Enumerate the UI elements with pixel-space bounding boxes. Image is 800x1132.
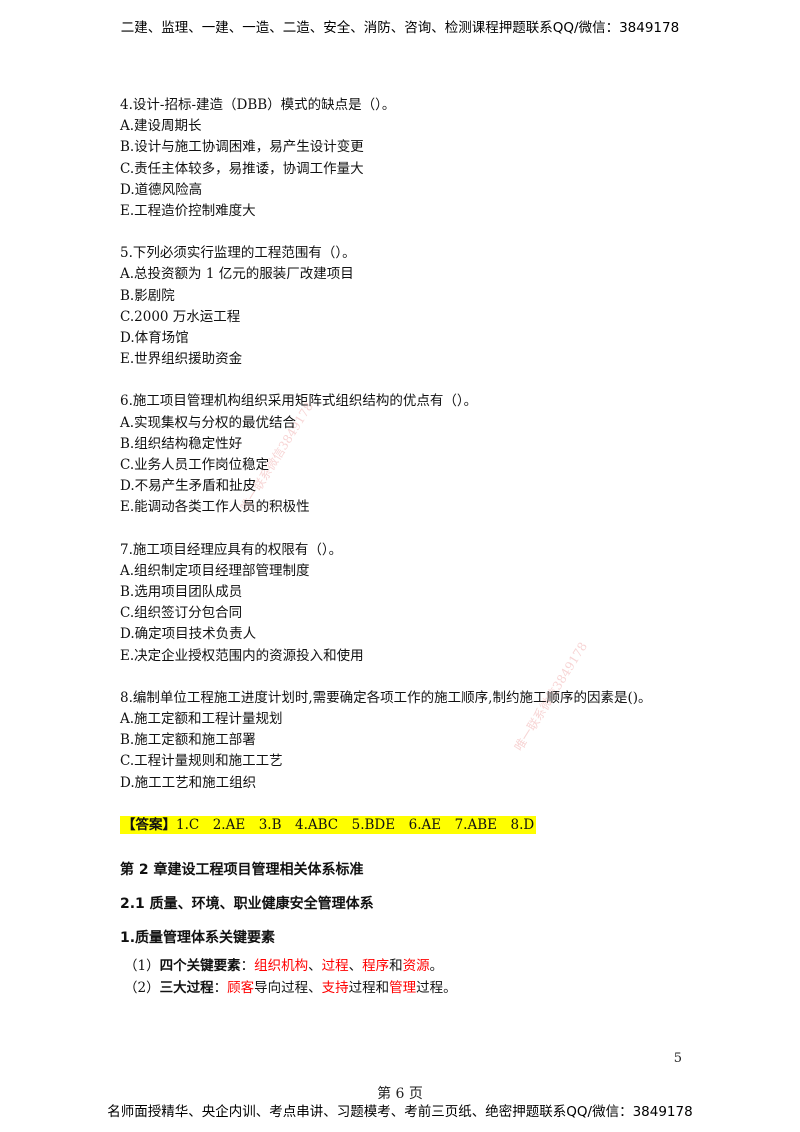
question-5: 5.下列必须实行监理的工程范围有（）。 A.总投资额为 1 亿元的服装厂改建项目… <box>120 243 700 370</box>
subsection-title: 1.质量管理体系关键要素 <box>120 929 276 946</box>
option: D.施工工艺和施工组织 <box>120 774 257 791</box>
option: A.组织制定项目经理部管理制度 <box>120 562 310 579</box>
page-number: 5 <box>673 1051 682 1066</box>
answer-text: 1.C 2.AE 3.B 4.ABC 5.BDE 6.AE 7.ABE 8.D <box>176 816 535 833</box>
option: C.2000 万水运工程 <box>120 308 241 325</box>
page-content: 4.设计-招标-建造（DBB）模式的缺点是（）。 A.建设周期长 B.设计与施工… <box>120 95 700 999</box>
separator: 、 <box>308 957 322 974</box>
key-point-2: （2）三大过程：顾客导向过程、支持过程和管理过程。 <box>120 977 700 999</box>
option: B.设计与施工协调困难，易产生设计变更 <box>120 139 364 156</box>
option: D.确定项目技术负责人 <box>120 626 257 643</box>
key-term: 支持 <box>321 979 349 996</box>
option: C.责任主体较多，易推诿，协调工作量大 <box>120 160 364 177</box>
page-header: 二建、监理、一建、一造、二造、安全、消防、咨询、检测课程押题联系QQ/微信：38… <box>120 20 680 36</box>
key-term: 顾客 <box>227 979 255 996</box>
point-colon: ： <box>240 957 255 974</box>
key-term: 程序 <box>362 957 390 974</box>
point-prefix: （1） <box>124 957 160 974</box>
key-term: 过程 <box>321 957 349 974</box>
question-7: 7.施工项目经理应具有的权限有（）。 A.组织制定项目经理部管理制度 B.选用项… <box>120 540 700 667</box>
point-text: 过程和 <box>348 979 390 996</box>
option: D.不易产生矛盾和扯皮 <box>120 478 257 495</box>
question-stem: 5.下列必须实行监理的工程范围有（）。 <box>120 245 356 262</box>
option: B.影剧院 <box>120 287 175 304</box>
key-term: 管理 <box>389 979 417 996</box>
point-end: 。 <box>429 957 444 974</box>
question-stem: 8.编制单位工程施工进度计划时,需要确定各项工作的施工顺序,制约施工顺序的因素是… <box>120 689 652 706</box>
option: A.实现集权与分权的最优结合 <box>120 414 297 431</box>
point-label: 三大过程 <box>159 979 214 996</box>
point-prefix: （2） <box>124 979 160 996</box>
separator: 和 <box>389 957 403 974</box>
option: E.工程造价控制难度大 <box>120 203 256 220</box>
question-8: 8.编制单位工程施工进度计划时,需要确定各项工作的施工顺序,制约施工顺序的因素是… <box>120 688 700 794</box>
key-term: 资源 <box>402 957 430 974</box>
option: A.施工定额和工程计量规划 <box>120 711 283 728</box>
option: C.组织签订分包合同 <box>120 605 243 622</box>
option: A.建设周期长 <box>120 118 202 135</box>
question-stem: 7.施工项目经理应具有的权限有（）。 <box>120 541 343 558</box>
page-footer: 名师面授精华、央企内训、考点串讲、习题模考、考前三页纸、绝密押题联系QQ/微信：… <box>107 1104 693 1120</box>
option: B.施工定额和施工部署 <box>120 732 256 749</box>
option: E.世界组织援助资金 <box>120 351 243 368</box>
option: E.决定企业授权范围内的资源投入和使用 <box>120 647 364 664</box>
option: D.体育场馆 <box>120 330 189 347</box>
page-label: 第 6 页 <box>377 1086 423 1102</box>
key-point-1: （1）四个关键要素：组织机构、过程、程序和资源。 <box>120 955 700 977</box>
separator: 、 <box>348 957 363 974</box>
option: A.总投资额为 1 亿元的服装厂改建项目 <box>120 266 354 283</box>
question-6: 6.施工项目管理机构组织采用矩阵式组织结构的优点有（）。 A.实现集权与分权的最… <box>120 391 700 518</box>
key-term: 组织机构 <box>254 957 309 974</box>
option: E.能调动各类工作人员的积极性 <box>120 499 310 516</box>
answer-key: 【答案】1.C 2.AE 3.B 4.ABC 5.BDE 6.AE 7.ABE … <box>120 815 700 835</box>
point-text: 过程。 <box>416 979 457 996</box>
section-title: 2.1 质量、环境、职业健康安全管理体系 <box>120 895 374 912</box>
chapter-title: 第 2 章建设工程项目管理相关体系标准 <box>120 861 364 878</box>
question-stem: 4.设计-招标-建造（DBB）模式的缺点是（）。 <box>120 97 396 113</box>
question-stem: 6.施工项目管理机构组织采用矩阵式组织结构的优点有（）。 <box>120 393 478 410</box>
point-text: 导向过程、 <box>254 979 322 996</box>
option: B.组织结构稳定性好 <box>120 435 243 452</box>
question-4: 4.设计-招标-建造（DBB）模式的缺点是（）。 A.建设周期长 B.设计与施工… <box>120 95 700 222</box>
option: C.工程计量规则和施工工艺 <box>120 753 283 770</box>
option: B.选用项目团队成员 <box>120 584 243 601</box>
point-colon: ： <box>213 979 228 996</box>
answer-label: 【答案】 <box>122 816 176 833</box>
point-label: 四个关键要素 <box>159 957 241 974</box>
option: D.道德风险高 <box>120 181 203 198</box>
answer-highlight: 【答案】1.C 2.AE 3.B 4.ABC 5.BDE 6.AE 7.ABE … <box>120 815 537 834</box>
option: C.业务人员工作岗位稳定 <box>120 457 270 474</box>
